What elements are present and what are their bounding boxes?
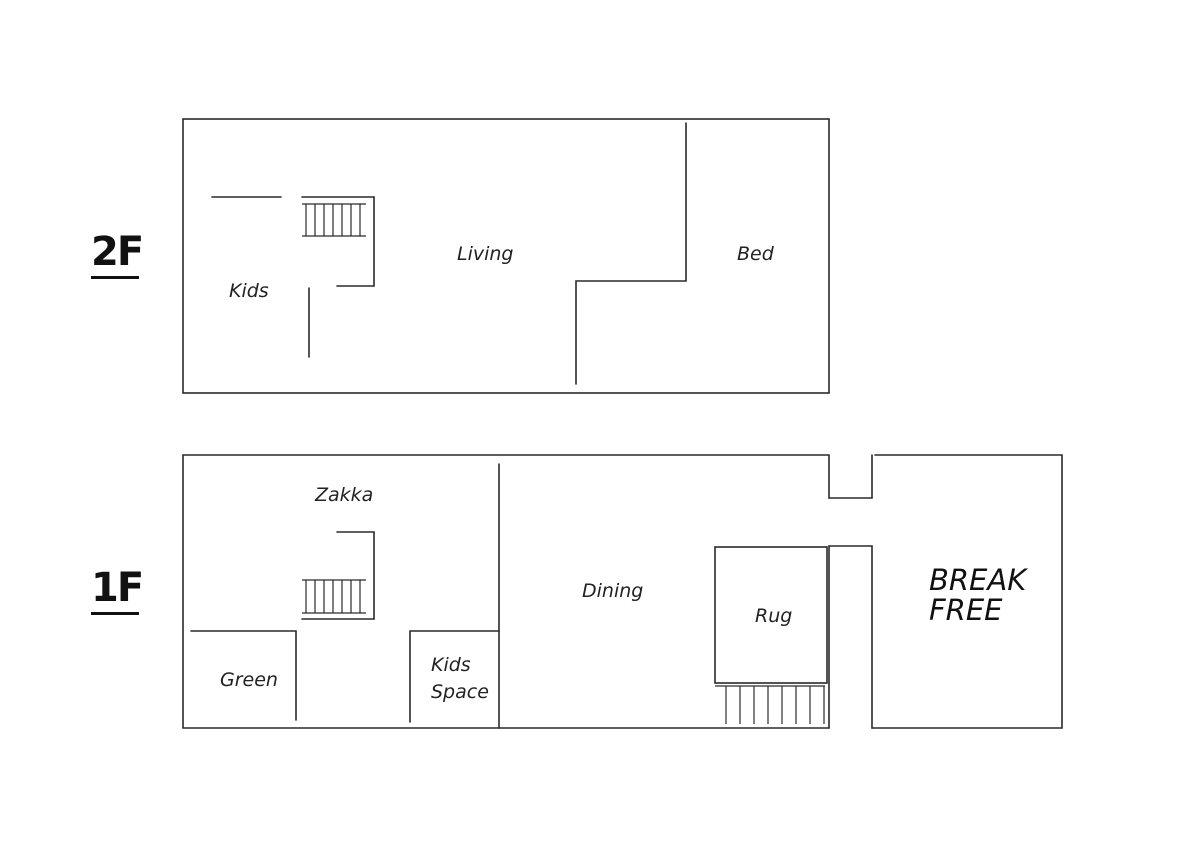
room-kids-2f: Kids bbox=[229, 280, 269, 302]
floor-label-1f: 1F bbox=[91, 568, 144, 615]
1f-outer-wall bbox=[182, 454, 830, 729]
2f-outer-wall bbox=[182, 118, 830, 394]
brand-break-free: BREAK FREE bbox=[929, 565, 1026, 625]
break-free-area bbox=[871, 454, 1063, 729]
room-kids-space-line2: Space bbox=[431, 681, 489, 703]
2f-stair-enclosure bbox=[336, 196, 375, 287]
room-dining: Dining bbox=[582, 580, 644, 602]
1f-column bbox=[828, 545, 873, 729]
1f-rug bbox=[714, 546, 828, 684]
2f-living-bed-wall bbox=[575, 122, 687, 385]
1f-stair-enclosure bbox=[301, 531, 375, 620]
1f-entry-stairs bbox=[715, 685, 825, 724]
room-rug: Rug bbox=[755, 605, 793, 627]
room-green: Green bbox=[220, 669, 278, 691]
1f-green-room bbox=[190, 630, 297, 721]
room-living: Living bbox=[457, 243, 514, 265]
2f-stairs bbox=[302, 203, 366, 237]
floor-label-2f: 2F bbox=[91, 232, 144, 279]
room-kids-space: Kids Space bbox=[431, 652, 489, 706]
room-bed: Bed bbox=[737, 243, 774, 265]
1f-nook bbox=[828, 454, 873, 499]
1f-kids-space bbox=[409, 630, 500, 723]
room-kids-space-line1: Kids bbox=[431, 654, 471, 676]
room-zakka: Zakka bbox=[315, 484, 374, 506]
1f-stairs bbox=[302, 579, 366, 614]
brand-line2: FREE bbox=[929, 593, 1003, 627]
brand-line1: BREAK bbox=[929, 563, 1027, 597]
